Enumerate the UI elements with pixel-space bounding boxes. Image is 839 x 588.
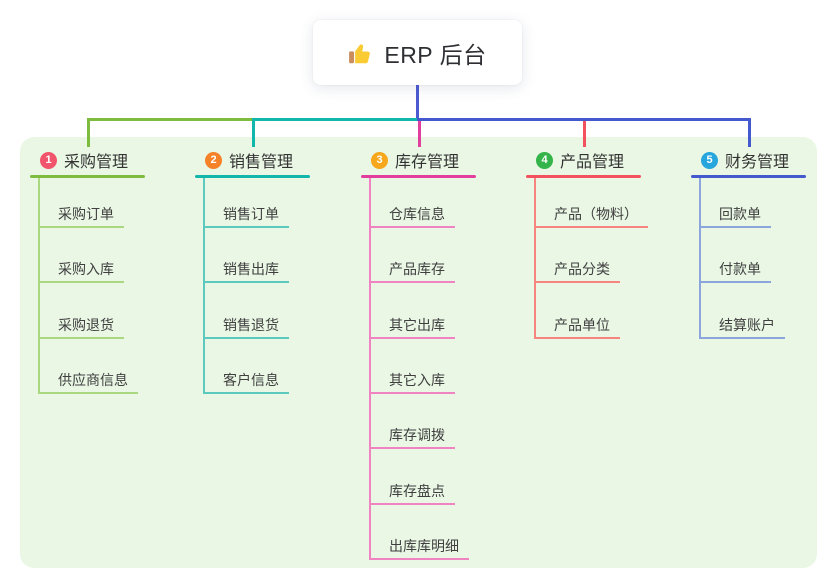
branch-item-rail — [699, 178, 701, 339]
branch-number-badge: 4 — [536, 151, 553, 169]
item-label: 库存盘点 — [389, 483, 445, 499]
mindmap-item[interactable]: 采购入库 — [38, 249, 124, 283]
branch-header[interactable]: 4 产品管理 — [536, 147, 624, 173]
item-label: 库存调拨 — [389, 427, 445, 443]
branch-label: 采购管理 — [64, 154, 129, 171]
branch-header[interactable]: 3 库存管理 — [371, 147, 459, 173]
item-label: 采购订单 — [58, 206, 114, 222]
item-label: 产品分类 — [554, 261, 610, 277]
branch-header[interactable]: 1 采购管理 — [40, 147, 128, 173]
branch-number-badge: 3 — [371, 151, 388, 169]
mindmap-item[interactable]: 销售出库 — [203, 249, 289, 283]
branch-header[interactable]: 5 财务管理 — [701, 147, 789, 173]
branch-connector-line — [252, 118, 420, 121]
item-label: 采购入库 — [58, 261, 114, 277]
branch-drop-line — [418, 118, 421, 147]
branch-number-badge: 1 — [40, 151, 57, 169]
branch-underline — [195, 175, 310, 178]
branch-underline — [526, 175, 641, 178]
branch-header[interactable]: 2 销售管理 — [205, 147, 293, 173]
branch-underline — [691, 175, 806, 178]
mindmap-item[interactable]: 其它入库 — [369, 360, 455, 394]
item-label: 回款单 — [719, 206, 761, 222]
item-label: 仓库信息 — [389, 206, 445, 222]
mindmap-item[interactable]: 采购订单 — [38, 194, 124, 228]
item-label: 供应商信息 — [58, 372, 128, 388]
branch-item-rail — [369, 178, 371, 560]
branch-number-badge: 2 — [205, 151, 222, 169]
item-label: 付款单 — [719, 261, 761, 277]
mindmap-item[interactable]: 付款单 — [699, 249, 771, 283]
branch-underline — [30, 175, 145, 178]
mindmap-item[interactable]: 库存调拨 — [369, 415, 455, 449]
mindmap-item[interactable]: 产品单位 — [534, 305, 620, 339]
mindmap-item[interactable]: 客户信息 — [203, 360, 289, 394]
mindmap-item[interactable]: 采购退货 — [38, 305, 124, 339]
mindmap-item[interactable]: 销售退货 — [203, 305, 289, 339]
item-label: 客户信息 — [223, 372, 279, 388]
mindmap-item[interactable]: 其它出库 — [369, 305, 455, 339]
item-label: 其它出库 — [389, 317, 445, 333]
mindmap-item[interactable]: 仓库信息 — [369, 194, 455, 228]
mindmap-item[interactable]: 出库库明细 — [369, 526, 469, 560]
item-label: 产品库存 — [389, 261, 445, 277]
mindmap-item[interactable]: 供应商信息 — [38, 360, 138, 394]
mindmap-item[interactable]: 产品库存 — [369, 249, 455, 283]
thumbs-up-icon — [348, 40, 374, 66]
item-label: 出库库明细 — [389, 538, 459, 554]
item-label: 结算账户 — [719, 317, 775, 333]
mindmap-item[interactable]: 库存盘点 — [369, 471, 455, 505]
item-label: 销售出库 — [223, 261, 279, 277]
root-label: ERP 后台 — [384, 41, 487, 68]
item-label: 销售退货 — [223, 317, 279, 333]
branch-item-rail — [534, 178, 536, 339]
mindmap-item[interactable]: 结算账户 — [699, 305, 785, 339]
branch-item-rail — [203, 178, 205, 394]
mindmap-item[interactable]: 产品分类 — [534, 249, 620, 283]
root-connector-line — [416, 84, 419, 119]
branch-label: 销售管理 — [229, 154, 294, 171]
branch-drop-line — [252, 118, 255, 147]
branch-label: 财务管理 — [725, 154, 790, 171]
branch-number-badge: 5 — [701, 151, 718, 169]
branches-panel — [20, 137, 817, 568]
branch-drop-line — [583, 118, 586, 147]
branch-connector-line — [417, 118, 751, 121]
mindmap-item[interactable]: 回款单 — [699, 194, 771, 228]
branch-item-rail — [38, 178, 40, 394]
branch-drop-line — [748, 118, 751, 147]
item-label: 产品单位 — [554, 317, 610, 333]
mindmap-item[interactable]: 销售订单 — [203, 194, 289, 228]
branch-underline — [361, 175, 476, 178]
branch-label: 库存管理 — [395, 154, 460, 171]
mindmap-item[interactable]: 产品（物料） — [534, 194, 648, 228]
item-label: 其它入库 — [389, 372, 445, 388]
branch-drop-line — [87, 118, 90, 147]
item-label: 销售订单 — [223, 206, 279, 222]
branch-label: 产品管理 — [560, 154, 625, 171]
item-label: 产品（物料） — [554, 206, 638, 222]
root-node[interactable]: ERP 后台 — [313, 20, 522, 85]
item-label: 采购退货 — [58, 317, 114, 333]
